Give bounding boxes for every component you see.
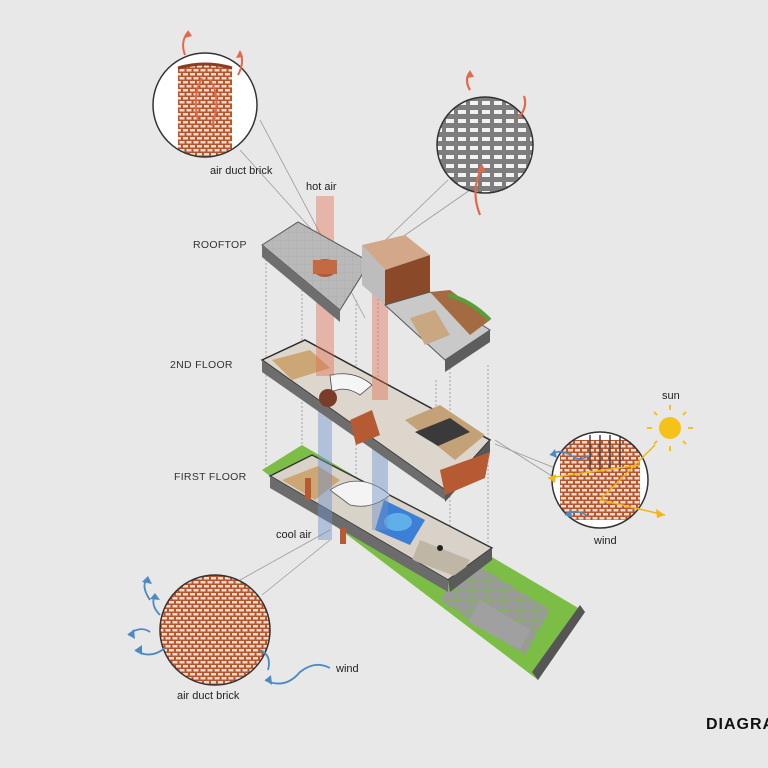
label-hot-air: hot air bbox=[306, 181, 337, 193]
label-cool-air: cool air bbox=[276, 529, 312, 541]
label-wind-bottom: wind bbox=[335, 663, 359, 675]
detail-sun-shading bbox=[547, 431, 666, 529]
labels: air duct brick hot air ROOFTOP 2ND FLOOR… bbox=[170, 165, 768, 733]
label-air-duct-brick-top: air duct brick bbox=[210, 165, 273, 177]
first-floor-plan bbox=[262, 445, 585, 680]
label-rooftop: ROOFTOP bbox=[193, 239, 247, 251]
detail-air-duct-brick-bottom bbox=[127, 574, 331, 686]
sun-icon bbox=[647, 405, 693, 451]
diagram-title: DIAGRA bbox=[706, 716, 768, 733]
label-first-floor: FIRST FLOOR bbox=[174, 471, 247, 483]
label-sun: sun bbox=[662, 390, 680, 402]
detail-air-duct-brick-top bbox=[152, 30, 258, 158]
label-air-duct-brick-bottom: air duct brick bbox=[177, 690, 240, 702]
second-floor-plan bbox=[260, 339, 492, 502]
label-second-floor: 2ND FLOOR bbox=[170, 359, 233, 371]
detail-screen-wall bbox=[436, 70, 534, 216]
rooftop-plan bbox=[261, 221, 492, 372]
label-wind-right: wind bbox=[593, 535, 617, 547]
